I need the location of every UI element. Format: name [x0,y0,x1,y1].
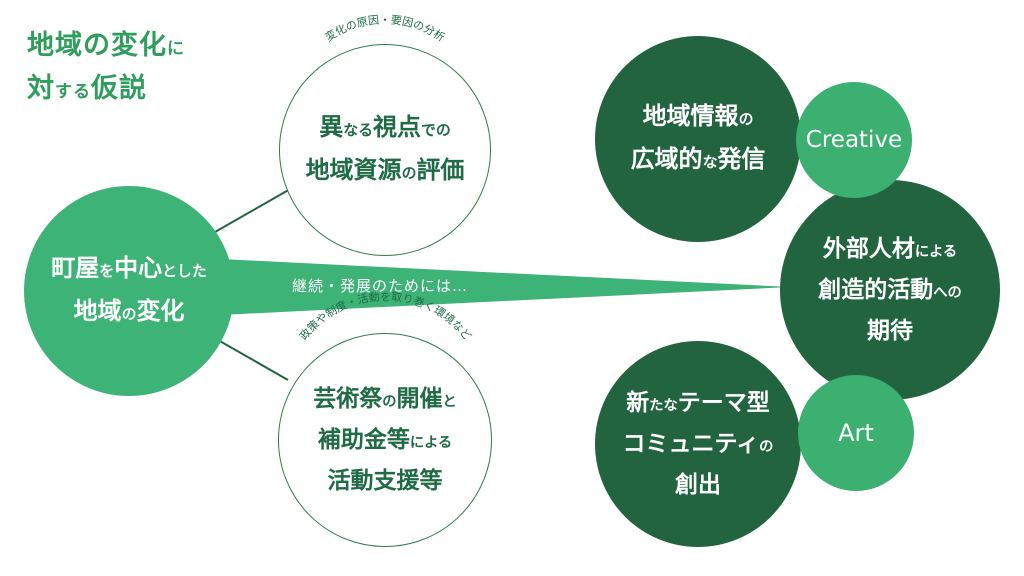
diagram-title: 地域の変化に 対する仮説 [27,30,185,104]
creative-circle: Creative [796,82,912,198]
art-circle: Art [798,375,914,491]
top-arc-label: 変化の原因・要因の分析 [322,13,447,44]
bottom-outline-circle: 芸術祭の開催と 補助金等による 活動支援等 [278,333,492,547]
top-outline-circle: 異なる視点での 地域資源の評価 [279,44,491,256]
dark-circle-middle: 外部人材による 創造的活動への 期待 [780,180,1000,400]
connector-line-bottom [217,339,289,381]
dark-circle-bottom: 新たなテーマ型 コミュニティの 創出 [595,341,801,547]
wedge-band [200,258,790,316]
connector-line-top [214,187,293,233]
dark-circle-top: 地域情報の 広域的な発信 [595,36,801,242]
center-circle: 町屋を中心とした 地域の変化 [24,186,234,396]
band-label: 継続・発展のためには… [292,277,469,295]
